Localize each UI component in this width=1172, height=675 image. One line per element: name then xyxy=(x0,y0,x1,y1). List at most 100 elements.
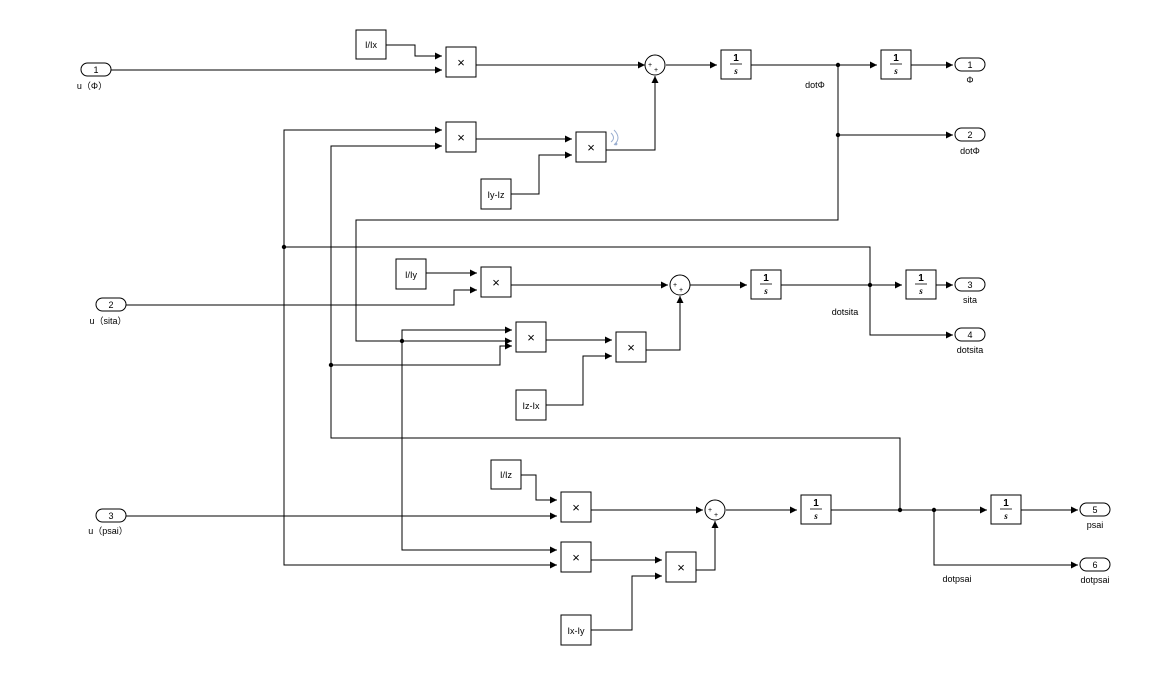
wire-dotphi-to-mul7[interactable] xyxy=(401,341,557,554)
svg-text:×: × xyxy=(587,140,595,155)
inport-1[interactable]: 1 u（Φ） xyxy=(77,62,112,91)
wire-ixiy-to-mul9[interactable] xyxy=(591,572,662,631)
product-block-9[interactable]: × xyxy=(665,551,697,583)
svg-text:I/Iz: I/Iz xyxy=(500,470,513,480)
inport-number: 3 xyxy=(108,511,113,521)
sum-block-2[interactable]: + + xyxy=(669,274,691,296)
branch-point xyxy=(835,132,841,138)
svg-text:s: s xyxy=(918,286,923,296)
inport-3[interactable]: 3 u（psai） xyxy=(88,508,128,536)
wireless-icon xyxy=(610,129,619,146)
wire-dotsita-to-out4[interactable] xyxy=(869,285,953,339)
wire-dotpsai-to-mul2[interactable] xyxy=(330,142,901,510)
branch-point xyxy=(835,62,841,68)
signal-label-dotpsai: dotpsai xyxy=(942,574,971,584)
inport-label: u（Φ） xyxy=(77,81,107,91)
wire-inviz-to-mul7[interactable] xyxy=(521,474,557,504)
outport-label: psai xyxy=(1087,520,1104,530)
wire-izix-to-mul6[interactable] xyxy=(546,352,612,406)
product-block-8[interactable]: × xyxy=(560,541,592,573)
svg-text:1: 1 xyxy=(813,498,819,509)
wire-mul6-to-sum2[interactable] xyxy=(646,296,684,351)
product-block-6[interactable]: × xyxy=(615,331,647,363)
inport-label: u（psai） xyxy=(88,526,128,536)
product-block-4[interactable]: × xyxy=(480,266,512,298)
inport-2[interactable]: 2 u（sita） xyxy=(89,297,127,326)
svg-text:s: s xyxy=(1003,511,1008,521)
constant-iz-ix[interactable]: Iz-Ix xyxy=(515,389,547,421)
wire-dotphi-feedback[interactable] xyxy=(355,135,839,345)
product-block-7[interactable]: × xyxy=(560,491,592,523)
svg-text:1: 1 xyxy=(918,273,924,284)
wire-dotsita-to-mul8[interactable] xyxy=(283,247,557,569)
wire-iyiz-to-mul3[interactable] xyxy=(511,151,572,195)
wire-in2-to-mul4[interactable] xyxy=(126,286,477,306)
constant-iy-iz[interactable]: Iy-Iz xyxy=(480,178,512,210)
svg-text:×: × xyxy=(677,560,685,575)
wire-dotpsai-to-mul5b[interactable] xyxy=(331,342,512,366)
constant-inv-iz[interactable]: I/Iz xyxy=(490,459,522,490)
svg-text:s: s xyxy=(733,66,738,76)
svg-text:Iy-Iz: Iy-Iz xyxy=(488,190,505,200)
outport-label: dotΦ xyxy=(960,146,980,156)
product-block-1[interactable]: × xyxy=(445,46,477,78)
svg-text:3: 3 xyxy=(967,280,972,290)
wire-dotphi-to-mul5[interactable] xyxy=(401,326,512,341)
svg-text:2: 2 xyxy=(967,130,972,140)
svg-text:+: + xyxy=(714,512,718,519)
constant-inv-ix[interactable]: I/Ix xyxy=(355,29,387,60)
svg-text:×: × xyxy=(492,275,500,290)
outport-1[interactable]: 1 Φ xyxy=(954,57,986,85)
wire-dotpsai-to-out6[interactable] xyxy=(933,510,1078,569)
svg-text:×: × xyxy=(627,340,635,355)
signal-label-dotsita: dotsita xyxy=(832,307,859,317)
svg-text:+: + xyxy=(673,282,677,289)
outport-label: dotpsai xyxy=(1080,575,1109,585)
sum-block-3[interactable]: + + xyxy=(704,499,726,521)
integrator-4[interactable]: 1 s xyxy=(905,269,937,300)
svg-text:1: 1 xyxy=(763,273,769,284)
svg-text:1: 1 xyxy=(733,53,739,64)
outport-5[interactable]: 5 psai xyxy=(1079,502,1111,530)
outport-label: dotsita xyxy=(957,345,984,355)
branch-point xyxy=(931,507,937,513)
svg-text:+: + xyxy=(708,507,712,514)
svg-text:×: × xyxy=(572,550,580,565)
outport-label: sita xyxy=(963,295,977,305)
svg-text:1: 1 xyxy=(967,60,972,70)
svg-text:×: × xyxy=(527,330,535,345)
constant-ix-iy[interactable]: Ix-Iy xyxy=(560,614,592,646)
svg-text:×: × xyxy=(457,130,465,145)
branch-point xyxy=(328,362,334,368)
constant-inv-iy[interactable]: I/Iy xyxy=(395,258,427,290)
outport-2[interactable]: 2 dotΦ xyxy=(954,127,986,156)
branch-point xyxy=(281,244,287,250)
branch-point xyxy=(399,338,405,344)
integrator-1[interactable]: 1 s xyxy=(720,49,752,80)
branch-point xyxy=(897,507,903,513)
wire-mul3-to-sum1[interactable] xyxy=(606,76,659,151)
wire-mul9-to-sum3[interactable] xyxy=(696,521,719,571)
product-block-3[interactable]: × xyxy=(575,131,607,163)
sum-block-1[interactable]: + + xyxy=(644,54,666,76)
svg-text:1: 1 xyxy=(893,53,899,64)
signal-label-dotphi: dotΦ xyxy=(805,80,825,90)
product-block-2[interactable]: × xyxy=(445,121,477,153)
svg-text:s: s xyxy=(893,66,898,76)
svg-text:s: s xyxy=(813,511,818,521)
integrator-2[interactable]: 1 s xyxy=(880,49,912,80)
product-block-5[interactable]: × xyxy=(515,321,547,353)
svg-text:+: + xyxy=(648,62,652,69)
outport-3[interactable]: 3 sita xyxy=(954,277,986,305)
svg-text:+: + xyxy=(654,67,658,74)
svg-text:5: 5 xyxy=(1092,505,1097,515)
svg-text:s: s xyxy=(763,286,768,296)
wire-invix-to-mul1[interactable] xyxy=(386,44,442,60)
outport-4[interactable]: 4 dotsita xyxy=(954,327,986,355)
integrator-3[interactable]: 1 s xyxy=(750,269,782,300)
integrator-6[interactable]: 1 s xyxy=(990,494,1022,525)
integrator-5[interactable]: 1 s xyxy=(800,494,832,525)
outport-6[interactable]: 6 dotpsai xyxy=(1079,557,1111,585)
